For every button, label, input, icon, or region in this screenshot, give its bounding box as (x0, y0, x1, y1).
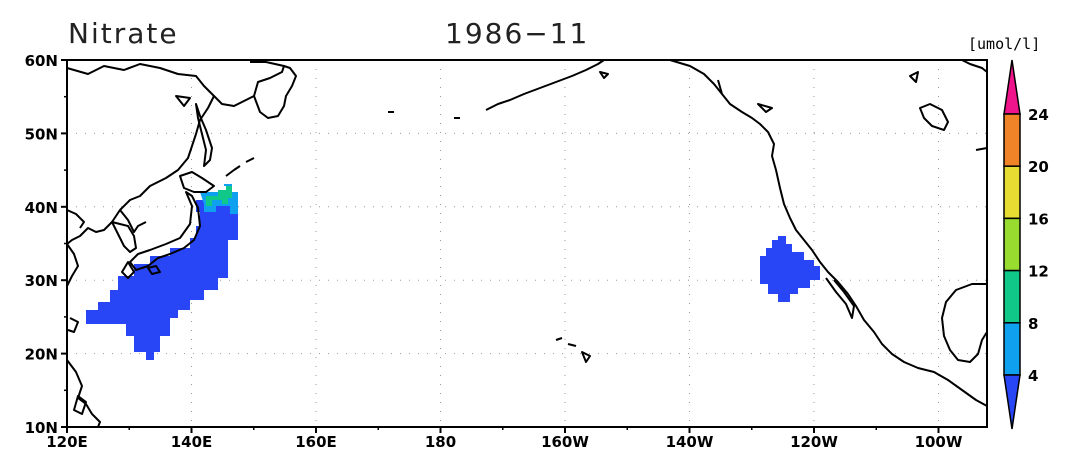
colorbar-bottom-arrow (1003, 374, 1021, 430)
colorbar-label: 16 (1028, 210, 1049, 228)
colorbar-segment (1003, 217, 1021, 272)
lon-tick-label: 180 (425, 433, 456, 451)
lon-tick-label: 160E (295, 433, 337, 451)
colorbar-label: 4 (1028, 367, 1038, 385)
map-panel (66, 59, 988, 428)
lon-tick-label: 120W (790, 433, 838, 451)
title-date: 1986−11 (445, 17, 589, 50)
lat-tick-label: 50N (25, 125, 58, 143)
lat-tick-label: 20N (25, 346, 58, 364)
lon-tick-label: 100W (915, 433, 963, 451)
units-label: [umol/l] (968, 35, 1040, 53)
lat-tick-label: 60N (25, 52, 58, 70)
lon-tick-label: 140E (171, 433, 213, 451)
colorbar-label: 20 (1028, 158, 1049, 176)
colorbar-label: 8 (1028, 315, 1038, 333)
lon-tick-label: 160W (541, 433, 589, 451)
colorbar-label: 24 (1028, 106, 1049, 124)
lat-tick-label: 10N (25, 419, 58, 437)
lat-tick-label: 40N (25, 199, 58, 217)
colorbar-segment (1003, 269, 1021, 324)
colorbar-segment (1003, 165, 1021, 220)
lon-tick-label: 120E (46, 433, 88, 451)
colorbar-segment (1003, 113, 1021, 167)
colorbar-top-arrow (1003, 59, 1021, 115)
lat-tick-label: 30N (25, 272, 58, 290)
axes: 120E 140E 160E 180 160W 140W 120W 100W 10N 20N 30N… (25, 52, 963, 451)
colorbar-label: 12 (1028, 263, 1049, 281)
lon-tick-label: 140W (666, 433, 714, 451)
colorbar: 4 8 12 16 20 24 (1003, 59, 1049, 430)
eastern-pacific-patch (760, 236, 820, 302)
coastlines (66, 59, 988, 428)
western-pacific-patch (86, 184, 238, 360)
title-variable: Nitrate (68, 17, 179, 50)
colorbar-segment (1003, 322, 1021, 376)
